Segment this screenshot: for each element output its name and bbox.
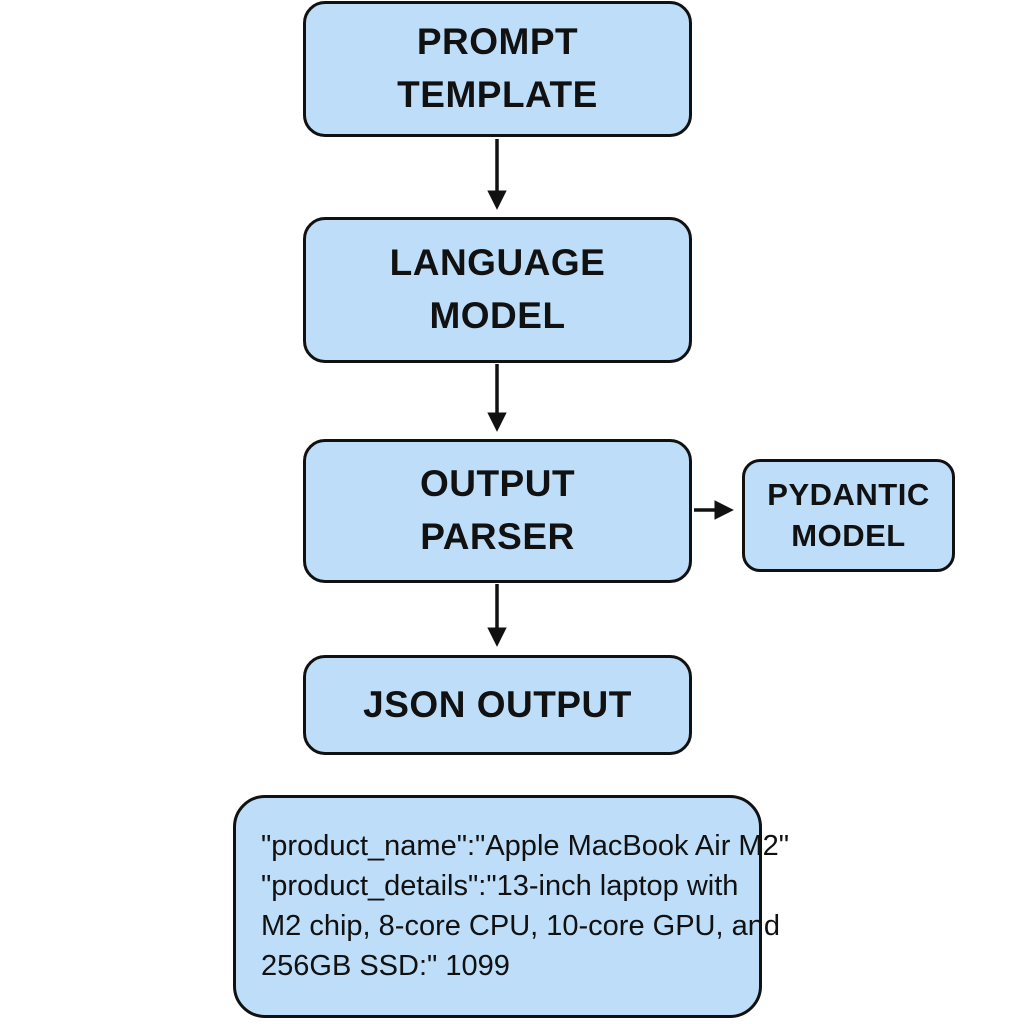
node-json-output: JSON OUTPUT	[303, 655, 692, 755]
node-pydantic-model: PYDANTIC MODEL	[742, 459, 955, 572]
node-language-model-label-line2: MODEL	[429, 295, 566, 336]
json-example-line1: "product_name":"Apple MacBook Air M2"	[261, 830, 789, 862]
json-example-line4: 256GB SSD:" 1099	[261, 950, 510, 983]
json-example-line3: M2 chip, 8-core CPU, 10-core GPU, and	[261, 910, 780, 943]
node-output-parser: OUTPUT PARSER	[303, 439, 692, 583]
json-example-line2: "product_details":"13-inch laptop with	[261, 870, 739, 903]
node-output-parser-label-line1: OUTPUT	[419, 463, 576, 505]
node-language-model: LANGUAGE MODEL	[303, 217, 692, 363]
node-prompt-template-label-line2: TEMPLATE	[397, 74, 598, 115]
node-pydantic-model-label-line1: PYDANTIC	[767, 477, 930, 513]
json-example-box: "product_name":"Apple MacBook Air M2" "p…	[233, 795, 789, 1018]
node-output-parser-label-line2: PARSER	[420, 516, 575, 557]
node-prompt-template-label-line1: PROMPT	[416, 21, 579, 63]
node-json-output-label: JSON OUTPUT	[363, 683, 632, 725]
node-prompt-template: PROMPT TEMPLATE	[303, 1, 692, 137]
node-language-model-label-line1: LANGUAGE	[389, 242, 606, 284]
node-pydantic-model-label-line2: MODEL	[791, 517, 906, 553]
